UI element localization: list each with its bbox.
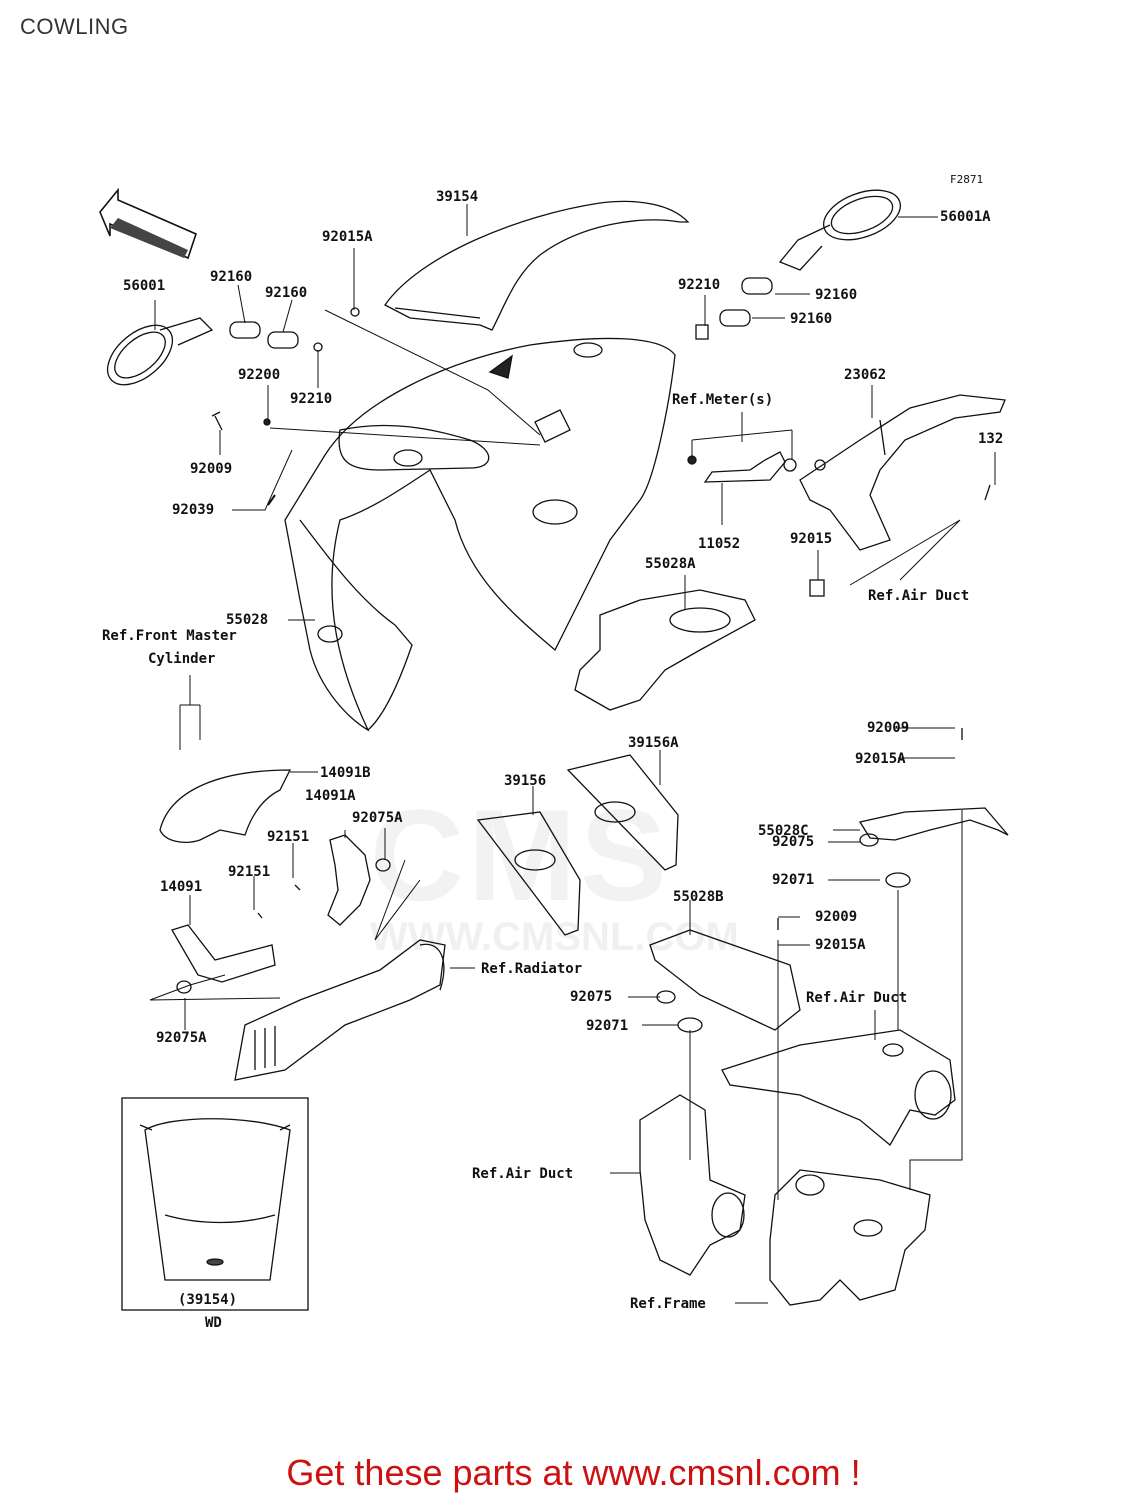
callout-39156: 39156: [504, 773, 547, 789]
callout-39156a: 39156A: [628, 735, 679, 751]
callout-56001a: 56001A: [940, 209, 991, 225]
callout-92075a-top: 92075A: [352, 810, 403, 826]
callout-92200: 92200: [238, 367, 281, 383]
callout-92151-b: 92151: [228, 864, 271, 880]
callout-14091b: 14091B: [320, 765, 371, 781]
frame-reference: [769, 1169, 931, 1306]
callout-92075-r2: 92075: [570, 989, 613, 1005]
callout-55028c: 55028C: [758, 823, 809, 839]
inner-panel-c-part: [858, 807, 1009, 841]
front-arrow-icon: [99, 187, 197, 260]
cover-14091b-part: [159, 769, 292, 843]
air-duct-reference-upper: [721, 1029, 956, 1146]
callout-92160-c: 92160: [815, 287, 858, 303]
callout-92015a-r2: 92015A: [815, 937, 866, 953]
callout-ref-air-duct-3: Ref.Air Duct: [472, 1166, 574, 1182]
inner-panel-a-part: [574, 589, 756, 711]
panel-39156a-part: [566, 754, 679, 871]
callout-92075-r1: 92075: [772, 834, 815, 850]
callout-ref-radiator: Ref.Radiator: [481, 961, 583, 977]
callout-92009-r1: 92009: [867, 720, 910, 736]
callout-55028a: 55028A: [645, 556, 696, 572]
callout-inset-variant: WD: [205, 1315, 222, 1331]
callout-132: 132: [978, 431, 1004, 447]
callout-55028b: 55028B: [673, 889, 724, 905]
watermark-url: WWW.CMSNL.COM: [370, 915, 739, 959]
panel-39156-part: [476, 811, 581, 936]
callout-92015a-r1: 92015A: [855, 751, 906, 767]
mirror-right-part: [719, 189, 901, 327]
meter-stay-part: [799, 394, 1006, 551]
callout-ref-air-duct-1: Ref.Air Duct: [868, 588, 970, 604]
callout-92210-right: 92210: [678, 277, 721, 293]
inner-panel-b-part: [649, 929, 801, 1031]
callout-92160-d: 92160: [790, 311, 833, 327]
mirror-left-part: [106, 317, 299, 386]
callout-ref-air-duct-2: Ref.Air Duct: [806, 990, 908, 1006]
callout-55028: 55028: [226, 612, 269, 628]
page-title: COWLING: [20, 14, 129, 39]
callout-92160-a: 92160: [210, 269, 253, 285]
callout-92071-r2: 92071: [586, 1018, 629, 1034]
callout-92015a-top: 92015A: [322, 229, 373, 245]
leader-lines: [149, 204, 996, 1304]
footer-promo-link[interactable]: Get these parts at www.cmsnl.com !: [286, 1452, 861, 1493]
cover-14091-part: [171, 924, 276, 983]
callout-11052: 11052: [698, 536, 741, 552]
windshield-inset-box: [121, 1097, 309, 1311]
grommet-parts: [176, 833, 911, 1033]
callout-ref-frame: Ref.Frame: [630, 1296, 706, 1312]
callout-inset-part: (39154): [178, 1292, 238, 1308]
upper-cowl-part: [384, 200, 690, 331]
callout-92009-r2: 92009: [815, 909, 858, 925]
callout-92039: 92039: [172, 502, 215, 518]
callout-ref-front-master: Ref.Front Master: [102, 628, 237, 644]
radiator-reference-part: [234, 939, 446, 1081]
bracket-11052-part: [687, 451, 797, 483]
callout-92151-a: 92151: [267, 829, 310, 845]
callout-14091a: 14091A: [305, 788, 356, 804]
callout-92009-left: 92009: [190, 461, 233, 477]
figure-code: F2871: [950, 173, 984, 186]
cover-14091a-part: [327, 834, 371, 926]
callout-39154: 39154: [436, 189, 479, 205]
side-cowling-part: [284, 337, 676, 732]
callout-92015: 92015: [790, 531, 833, 547]
callout-92160-b: 92160: [265, 285, 308, 301]
callout-14091: 14091: [160, 879, 203, 895]
bolt-parts: [211, 307, 991, 930]
callout-23062: 23062: [844, 367, 887, 383]
callout-92071-r1: 92071: [772, 872, 815, 888]
callout-56001: 56001: [123, 278, 166, 294]
callout-ref-meter: Ref.Meter(s): [672, 392, 774, 408]
callout-92210-left: 92210: [290, 391, 333, 407]
air-duct-reference-lower: [639, 1094, 746, 1276]
callout-cylinder: Cylinder: [148, 651, 216, 667]
callout-92075a-bottom: 92075A: [156, 1030, 207, 1046]
